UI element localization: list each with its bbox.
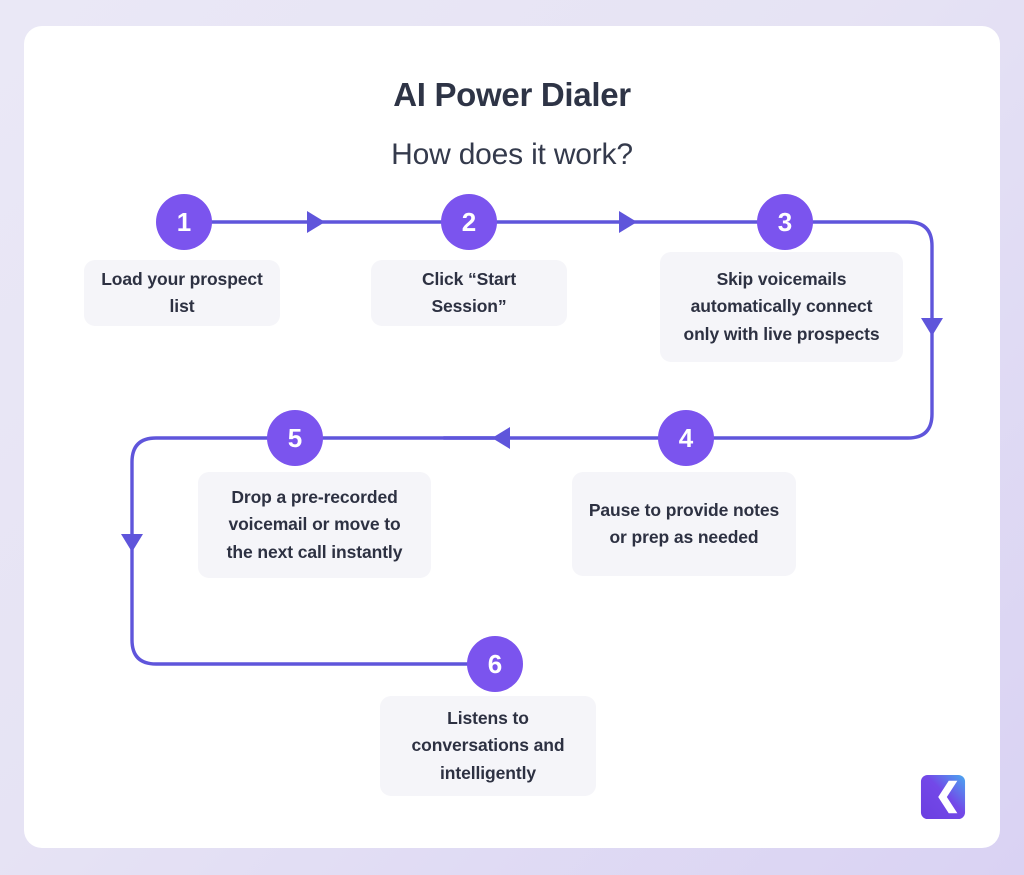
step-number-6: 6 (487, 648, 503, 679)
step-text-1: Load your prospect list (101, 268, 263, 316)
page-subtitle: How does it work? (391, 138, 633, 171)
step-card-5[interactable]: Drop a pre-recorded voicemail or move to… (198, 472, 431, 578)
step-number-3: 3 (777, 206, 793, 237)
step-marker-2[interactable]: 2 (441, 194, 497, 250)
step-text-5: Drop a pre-recorded voicemail or move to… (226, 487, 403, 562)
step-card-3[interactable]: Skip voicemails automatically connect on… (660, 252, 903, 362)
step-text-4: Pause to provide notes or prep as needed (588, 499, 780, 547)
arrow-down-right (921, 318, 943, 336)
step-card-4[interactable]: Pause to provide notes or prep as needed (572, 472, 796, 576)
step-card-6[interactable]: Listens to conversations and intelligent… (380, 696, 596, 796)
step-text-3: Skip voicemails automatically connect on… (683, 269, 880, 344)
step-number-1: 1 (176, 206, 192, 237)
content-card: AI Power Dialer How does it work? 1 Loa (24, 26, 1000, 848)
step-text-6: Listens to conversations and intelligent… (411, 708, 565, 783)
step-marker-3[interactable]: 3 (757, 194, 813, 250)
step-card-1[interactable]: Load your prospect list (84, 260, 280, 326)
step-marker-4[interactable]: 4 (658, 410, 714, 466)
brand-k-logo (920, 774, 966, 820)
step-number-5: 5 (287, 422, 303, 453)
step-marker-5[interactable]: 5 (267, 410, 323, 466)
page-title: AI Power Dialer (393, 76, 631, 113)
step-number-2: 2 (461, 206, 477, 237)
step-marker-1[interactable]: 1 (156, 194, 212, 250)
arrow-left-1 (492, 427, 510, 449)
step-card-2[interactable]: Click “Start Session” (371, 260, 567, 326)
step-text-2: Click “Start Session” (421, 268, 517, 316)
step-number-4: 4 (678, 422, 694, 453)
arrow-right-1 (307, 211, 325, 233)
arrow-right-2 (619, 211, 637, 233)
arrow-down-left (121, 534, 143, 552)
step-marker-6[interactable]: 6 (467, 636, 523, 692)
